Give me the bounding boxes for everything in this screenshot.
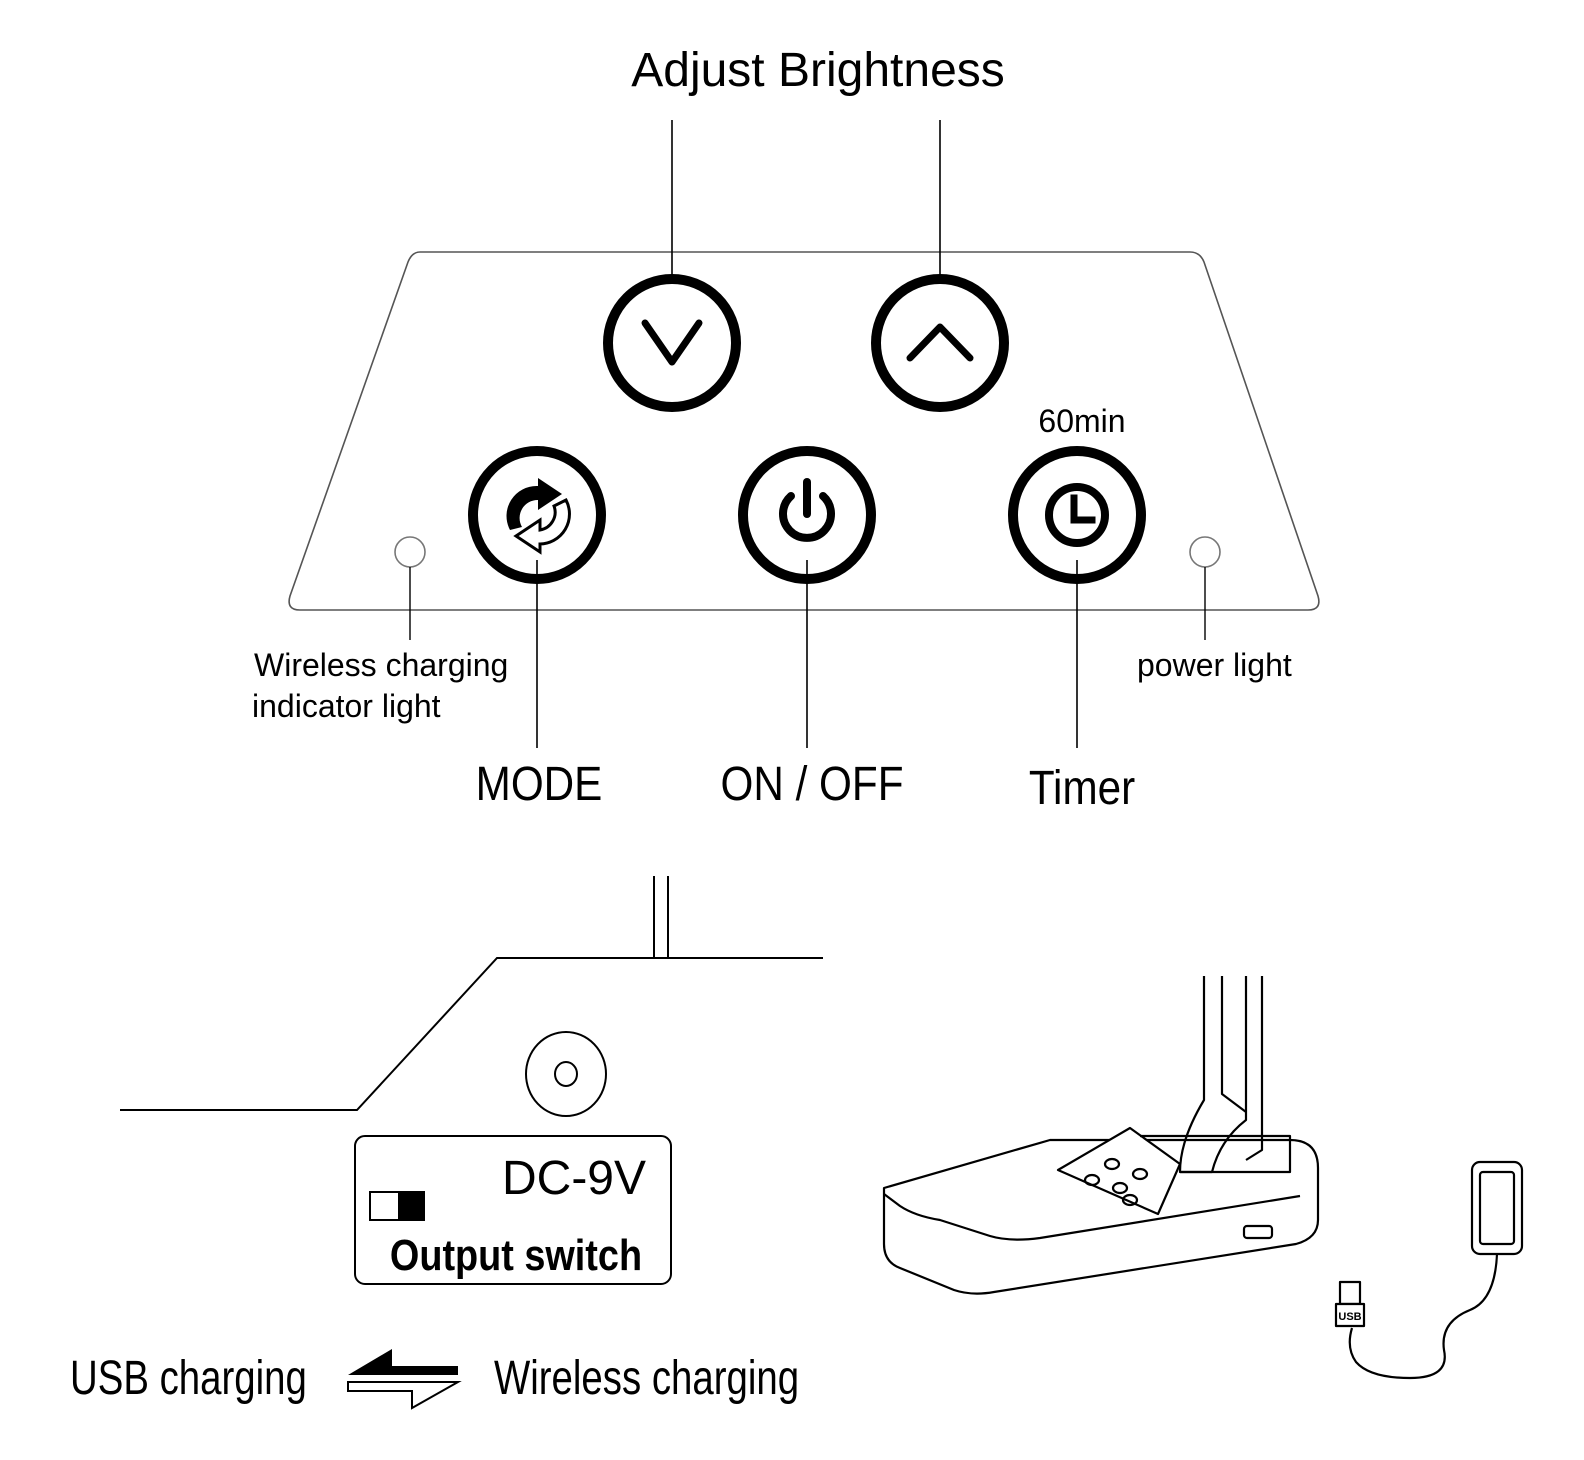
lamp-base-side-view — [120, 876, 823, 1285]
power-button[interactable] — [738, 446, 876, 584]
brightness-down-button[interactable] — [603, 274, 741, 412]
chevron-up-icon — [906, 323, 974, 362]
mode-button[interactable] — [468, 446, 606, 584]
output-switch-label: Output switch — [390, 1230, 642, 1279]
clock-icon — [1045, 483, 1109, 547]
voltage-label: DC-9V — [502, 1152, 646, 1205]
timer-button[interactable] — [1008, 446, 1146, 584]
wireless-light-label-line1: Wireless charging — [254, 647, 508, 683]
usb-plug-label: USB — [1338, 1311, 1361, 1323]
cycle-arrows-icon — [506, 478, 571, 555]
lamp-perspective-illustration — [882, 976, 1524, 1380]
output-switch-toggle[interactable] — [369, 1191, 425, 1221]
diagram-title: Adjust Brightness — [631, 44, 1005, 97]
timer-duration-label: 60min — [1038, 403, 1125, 439]
mode-label: MODE — [476, 756, 603, 810]
dc-power-jack — [525, 1031, 607, 1117]
wireless-charging-indicator-light — [394, 536, 426, 568]
timer-label: Timer — [1029, 760, 1135, 814]
power-light-label: power light — [1137, 647, 1292, 683]
wireless-charging-label: Wireless charging — [494, 1352, 799, 1405]
power-indicator-light — [1189, 536, 1221, 568]
brightness-up-button[interactable] — [871, 274, 1009, 412]
control-panel-outline — [288, 251, 1320, 611]
swap-arrows-icon — [347, 1349, 462, 1410]
wireless-light-label-line2: indicator light — [252, 688, 441, 724]
power-label: ON / OFF — [721, 756, 904, 810]
output-switch-panel — [354, 1135, 672, 1285]
power-icon — [779, 478, 835, 542]
chevron-down-icon — [641, 319, 703, 366]
usb-charging-label: USB charging — [70, 1352, 307, 1405]
